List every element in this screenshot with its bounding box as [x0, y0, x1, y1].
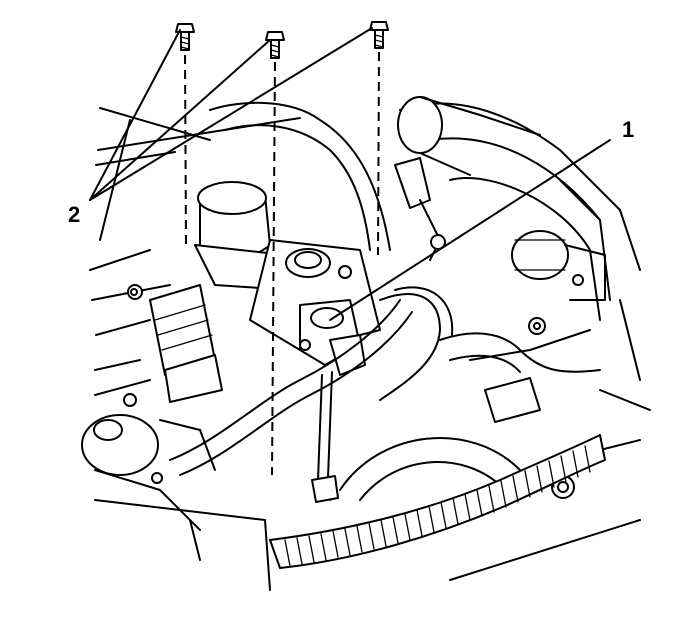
bolt-center — [265, 31, 285, 59]
callout-label-2: 2 — [68, 202, 80, 227]
callout-label-1: 1 — [622, 117, 634, 142]
callout-2-leaders — [89, 27, 373, 201]
engine-outline — [81, 96, 651, 591]
bolt-guide-lines — [184, 51, 380, 476]
bolt-left — [175, 23, 195, 51]
corrugated-wiring-loom — [269, 434, 606, 569]
bolt-right — [369, 21, 389, 49]
callout-1-leader — [329, 139, 611, 321]
